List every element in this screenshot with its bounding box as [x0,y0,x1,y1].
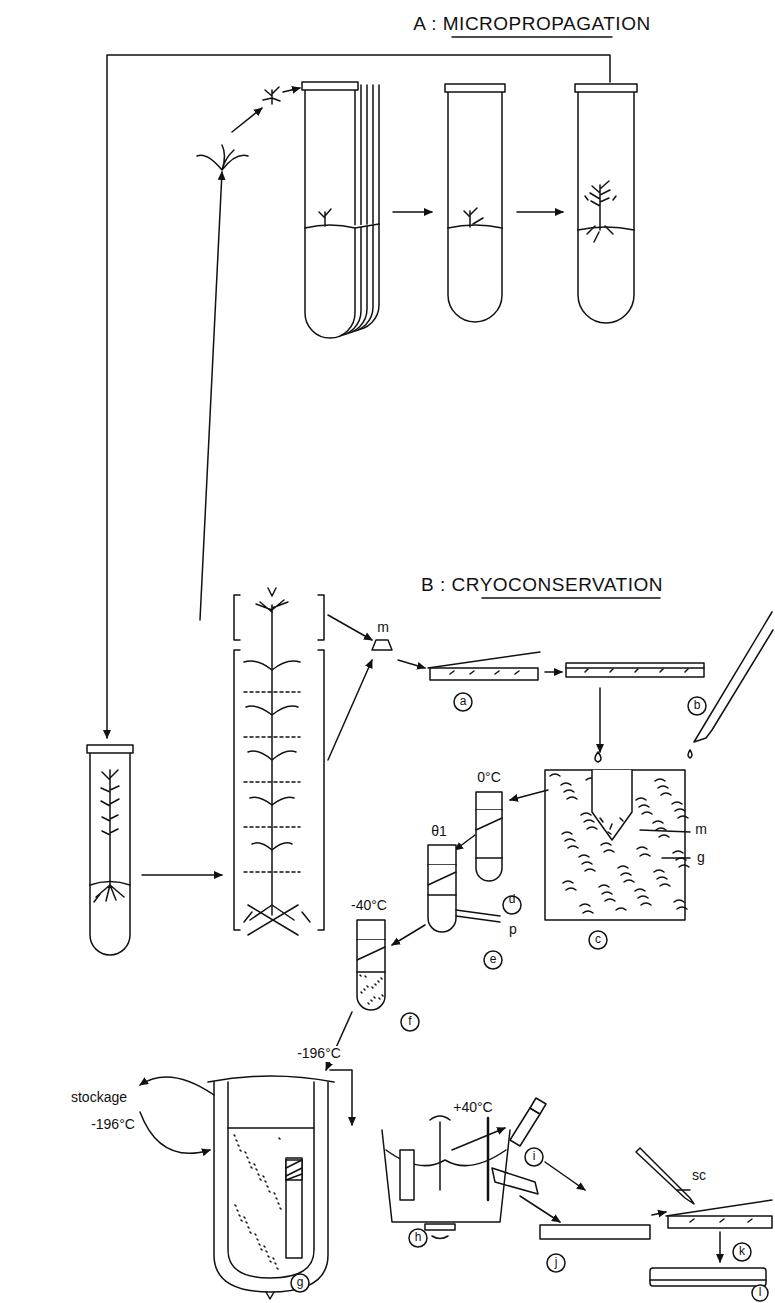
flow-line [200,172,222,620]
step-letter: g [297,1276,304,1289]
petri-dish [566,663,704,677]
petri-dish [666,1200,772,1228]
temperature-label: -40°C [350,898,388,913]
cryotube [476,792,502,881]
flow-line [330,1070,352,1125]
step-letter: e [490,953,497,966]
meristem [372,640,392,650]
drop [688,750,692,758]
scalpel [636,1148,694,1204]
test-tube [445,84,505,322]
step-letter: b [694,699,701,712]
step-letter: f [408,1015,411,1028]
section-heading: B : CRYOCONSERVATION [421,575,663,596]
petri-dish [540,1225,650,1239]
plantlet [197,145,248,170]
test-tube [575,84,637,323]
part-letter: g [696,850,706,865]
temperature-label: -196°C [296,1046,342,1061]
culture-tube [650,1268,766,1286]
flow-line [140,1077,214,1095]
pipette [694,612,773,742]
step-letter: h [415,1231,422,1244]
tube-stack [302,82,379,338]
cryotube [357,920,385,1010]
step-letter: j [555,1256,558,1269]
temperature-label: θ1 [430,824,448,839]
step-letter: c [595,933,601,946]
step-letter: i [533,1150,536,1163]
temperature-label: -196°C [90,1117,136,1132]
test-tube [87,745,133,955]
step-letter: k [739,1245,745,1258]
caption-label: stockage [70,1090,128,1105]
dewar [208,1076,334,1299]
cryotube [492,1168,538,1194]
part-letter: p [508,922,518,937]
underline [452,36,612,38]
temperature-label: +40°C [452,1100,493,1115]
cryotube [428,845,500,932]
cryotube [510,1098,546,1146]
temperature-label: 0°C [476,770,502,785]
part-letter: sc [691,1168,707,1183]
water-bath [382,1116,510,1239]
plantlet [263,87,280,104]
drop [595,752,601,762]
step-letter: a [460,695,467,708]
step-letter: l [759,1286,762,1299]
stem-segments [234,588,324,935]
part-letter: m [694,822,708,837]
step-letter: d [509,893,516,906]
flow-line [140,1112,210,1153]
part-letter: m [376,620,390,635]
section-heading: A : MICROPROPAGATION [413,14,650,35]
underline [482,597,660,599]
petri-dish [428,652,540,680]
ice-bath [545,770,690,920]
flow-line [107,55,610,738]
